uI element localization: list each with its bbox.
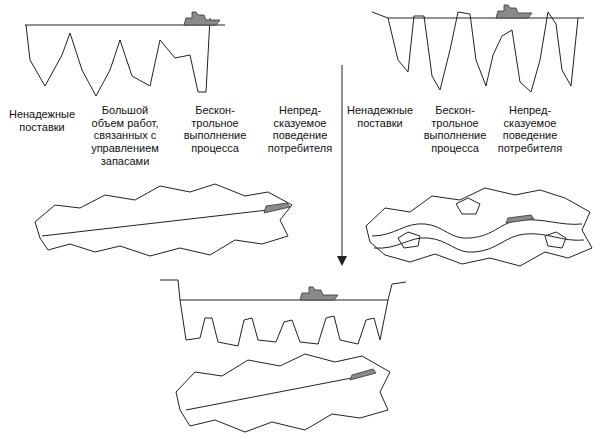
rock-island	[398, 232, 420, 248]
winding-channel	[374, 234, 584, 252]
ship-icon	[264, 203, 290, 213]
course-line	[42, 210, 268, 236]
arrow-head	[337, 256, 347, 266]
seabed-profile	[26, 18, 210, 96]
ship-icon	[184, 12, 220, 25]
channel-wall	[160, 280, 406, 346]
ship-icon	[300, 287, 338, 300]
problem-label: Бескон- трольное выполнение процесса	[180, 104, 250, 155]
water-line	[372, 12, 584, 18]
channel-plan	[35, 184, 292, 256]
problem-label: Ненадежные поставки	[7, 108, 77, 133]
water-line	[180, 300, 388, 301]
problem-label: Большой объем работ, связанных с управле…	[89, 104, 161, 167]
channel-plan	[366, 188, 592, 266]
problem-label: Непред- сказуемое поведение потребителя	[265, 104, 335, 155]
rock-island	[456, 198, 480, 214]
problem-label: Бескон- трольное выполнение процесса	[422, 104, 488, 155]
rock-island	[545, 232, 566, 248]
transition-arrow	[342, 65, 343, 258]
ship-icons	[184, 5, 534, 380]
course-line	[186, 376, 362, 410]
problem-label: Ненадежные поставки	[347, 104, 413, 129]
channel-plan	[176, 354, 390, 432]
problem-label: Непред- сказуемое поведение потребителя	[497, 104, 563, 155]
seabed-profile	[388, 12, 578, 92]
winding-channel	[372, 220, 582, 239]
ship-icon	[496, 5, 532, 18]
ship-icon	[350, 369, 376, 380]
ship-icon	[506, 215, 534, 223]
